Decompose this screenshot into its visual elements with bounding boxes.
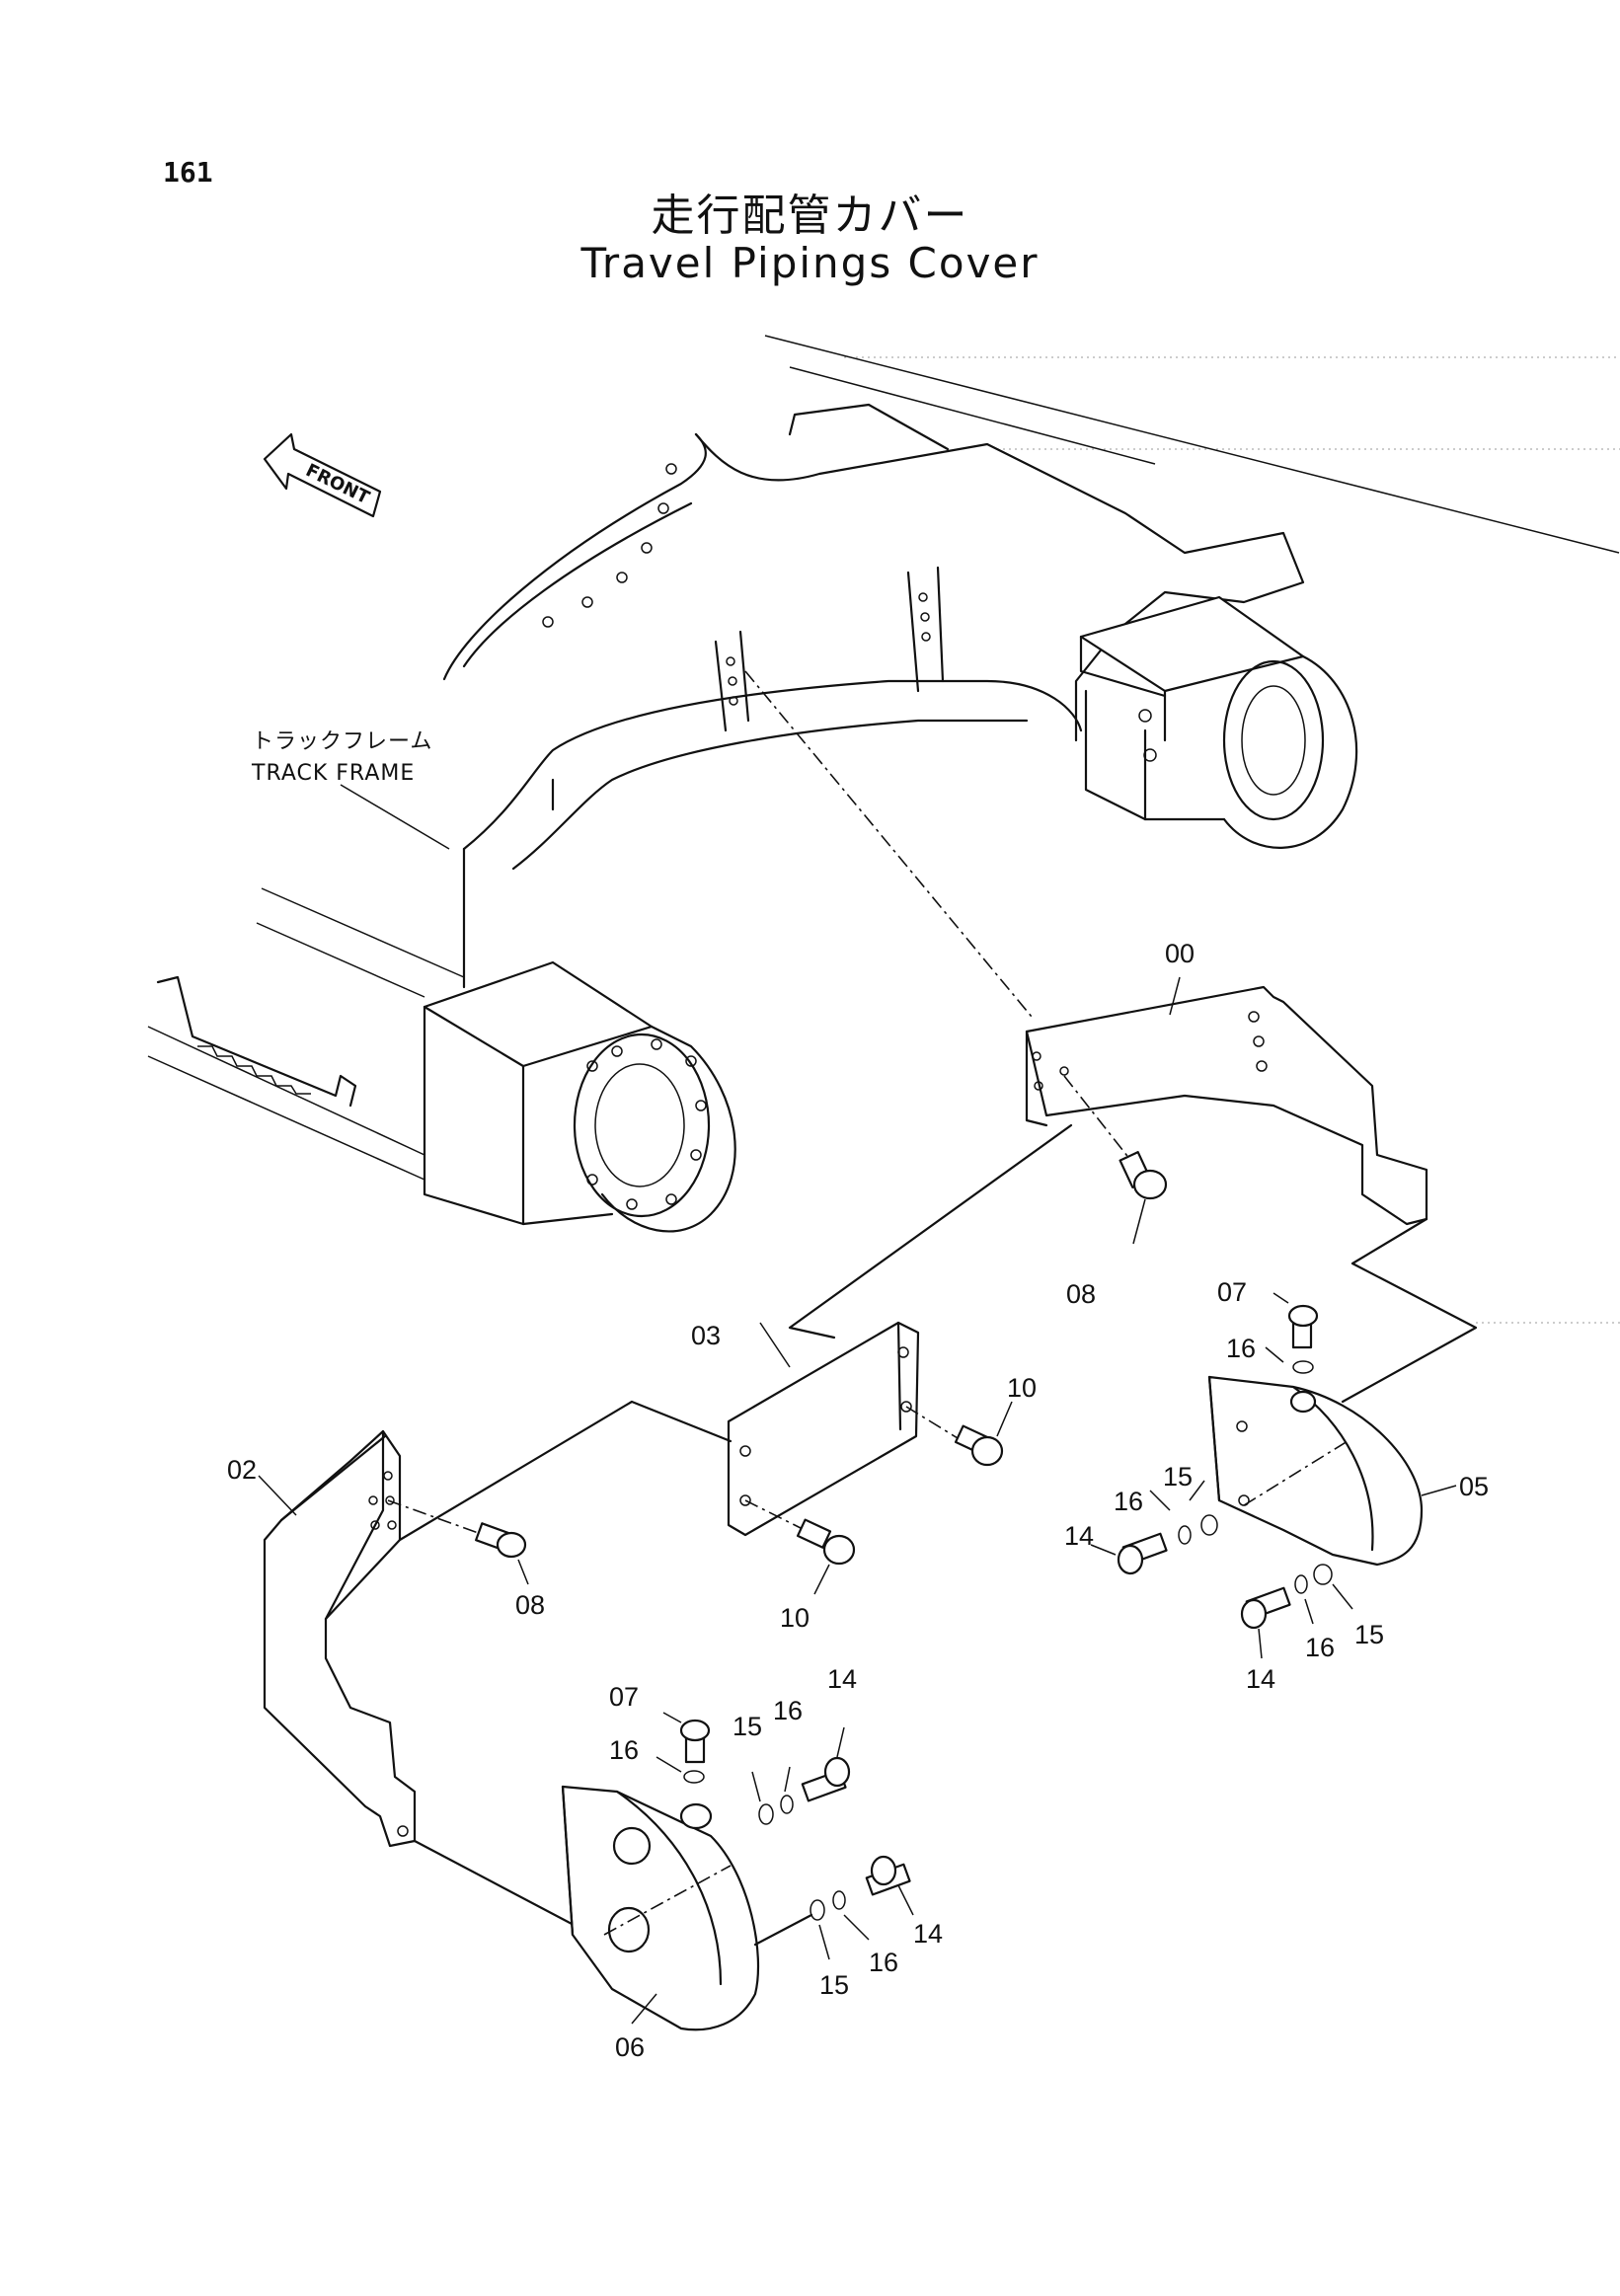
- part-label: 16: [773, 1696, 803, 1725]
- part-label: 16: [1114, 1487, 1143, 1516]
- title-english: Travel Pipings Cover: [580, 239, 1040, 287]
- part-label: 15: [733, 1712, 762, 1741]
- leader-frame-to-00: [744, 670, 1033, 1018]
- part-label: 15: [1163, 1462, 1193, 1492]
- part-label: 00: [1165, 939, 1195, 968]
- bolt-08-upper: [1063, 1075, 1168, 1245]
- track-frame: トラックフレーム TRACK FRAME: [147, 335, 1620, 1233]
- part-label: 15: [1354, 1620, 1384, 1649]
- part-label: 16: [1226, 1334, 1256, 1363]
- part-00-bracket: [1025, 976, 1428, 1226]
- part-label: 10: [1007, 1373, 1037, 1403]
- part-06-cover: [561, 1785, 760, 2031]
- washers-06-lower: [753, 1855, 914, 1960]
- track-frame-label-jp: トラックフレーム: [252, 729, 432, 754]
- part-label: 16: [1305, 1633, 1335, 1662]
- part-label: 06: [615, 2032, 645, 2062]
- part-label: 14: [827, 1664, 857, 1694]
- washers-05-lower: [1240, 1564, 1353, 1659]
- part-number-labels: 00 08 07 16 03 10 15 16 05 14 02 08 10 1…: [227, 939, 1489, 2062]
- page-number: 161: [163, 156, 213, 189]
- bolt-07-lower: [656, 1712, 711, 1784]
- bolt-10-lower: [744, 1499, 856, 1595]
- washers-05-left: [1090, 1480, 1218, 1575]
- part-label: 08: [1066, 1279, 1096, 1309]
- part-label: 16: [609, 1735, 639, 1765]
- track-frame-label-en: TRACK FRAME: [251, 761, 415, 786]
- bolt-08-lower: [387, 1499, 529, 1585]
- part-label: 10: [780, 1603, 810, 1633]
- part-02-bracket: [258, 1429, 417, 1848]
- part-label: 14: [1064, 1521, 1094, 1551]
- washers-06-upper: [751, 1726, 851, 1825]
- part-05-cover: [1207, 1375, 1457, 1567]
- bolt-10-upper: [905, 1401, 1013, 1467]
- part-label: 07: [1217, 1277, 1247, 1307]
- connector-00-03: [788, 1123, 1073, 1339]
- part-label: 14: [913, 1919, 943, 1949]
- part-label: 03: [691, 1321, 721, 1350]
- part-label: 08: [515, 1590, 545, 1620]
- part-label: 07: [609, 1682, 639, 1712]
- front-arrow-icon: FRONT: [263, 432, 382, 518]
- part-label: 16: [869, 1948, 898, 1977]
- connector-00-05: [1341, 1217, 1478, 1404]
- connector-02-03: [398, 1400, 733, 1542]
- title-japanese: 走行配管カバー: [651, 191, 969, 241]
- part-label: 15: [819, 1970, 849, 2000]
- part-label: 14: [1246, 1664, 1275, 1694]
- part-label: 05: [1459, 1472, 1489, 1501]
- part-03-plate: [727, 1321, 920, 1537]
- margin-dotted-lines: [844, 356, 1620, 1324]
- part-label: 02: [227, 1455, 257, 1485]
- bolt-07-upper: [1265, 1292, 1319, 1374]
